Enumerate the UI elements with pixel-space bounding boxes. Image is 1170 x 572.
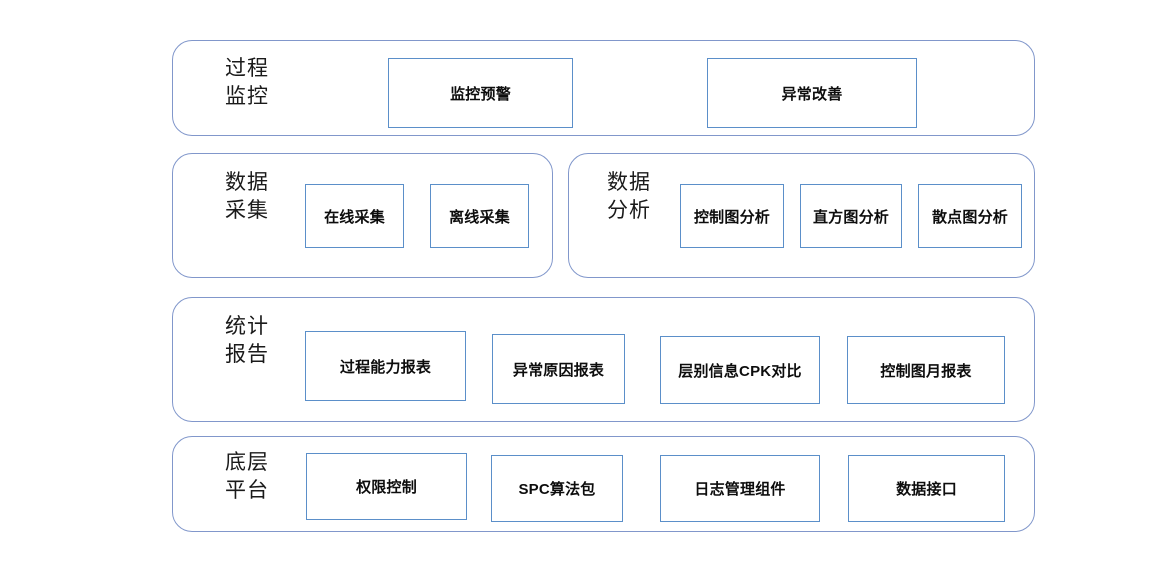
module-label-control-chart-analysis: 控制图分析 [693,208,770,226]
module-label-scatter-chart-analysis: 散点图分析 [931,208,1008,226]
layer-label-process-monitoring: 过程 监控 [225,56,269,108]
module-monitor-alarm[interactable]: 监控预警 [388,58,573,128]
layer-label-data-collection: 数据 采集 [225,170,269,222]
module-offline-collection[interactable]: 离线采集 [430,184,529,248]
module-label-stratified-cpk-comparison: 层别信息CPK对比 [678,362,802,380]
module-label-log-management-component: 日志管理组件 [694,481,786,498]
module-permission-control[interactable]: 权限控制 [306,453,467,520]
module-exception-improvement[interactable]: 异常改善 [707,58,917,128]
module-scatter-chart-analysis[interactable]: 散点图分析 [918,184,1022,248]
module-label-process-capability-report: 过程能力报表 [339,358,432,376]
module-label-spc-algorithm-package: SPC算法包 [518,481,596,498]
module-label-monitor-alarm: 监控预警 [450,85,511,103]
module-label-data-interface: 数据接口 [896,481,957,498]
module-spc-algorithm-package[interactable]: SPC算法包 [491,455,623,522]
module-log-management-component[interactable]: 日志管理组件 [660,455,820,522]
module-online-collection[interactable]: 在线采集 [305,184,404,248]
module-label-exception-improvement: 异常改善 [781,85,843,103]
module-histogram-analysis[interactable]: 直方图分析 [800,184,902,248]
module-control-chart-monthly-report[interactable]: 控制图月报表 [847,336,1005,404]
layer-label-base-platform: 底层 平台 [225,450,269,502]
module-label-offline-collection: 离线采集 [449,208,510,226]
layer-label-statistical-report: 统计 报告 [225,314,269,366]
module-data-interface[interactable]: 数据接口 [848,455,1005,522]
module-process-capability-report[interactable]: 过程能力报表 [305,331,466,401]
module-label-control-chart-monthly-report: 控制图月报表 [880,362,972,380]
module-exception-cause-report[interactable]: 异常原因报表 [492,334,625,404]
layer-label-data-analysis: 数据 分析 [607,170,651,222]
module-label-histogram-analysis: 直方图分析 [812,208,889,226]
module-label-online-collection: 在线采集 [324,208,385,226]
module-control-chart-analysis[interactable]: 控制图分析 [680,184,784,248]
module-label-permission-control: 权限控制 [356,479,417,496]
module-label-exception-cause-report: 异常原因报表 [512,361,605,379]
module-stratified-cpk-comparison[interactable]: 层别信息CPK对比 [660,336,820,404]
